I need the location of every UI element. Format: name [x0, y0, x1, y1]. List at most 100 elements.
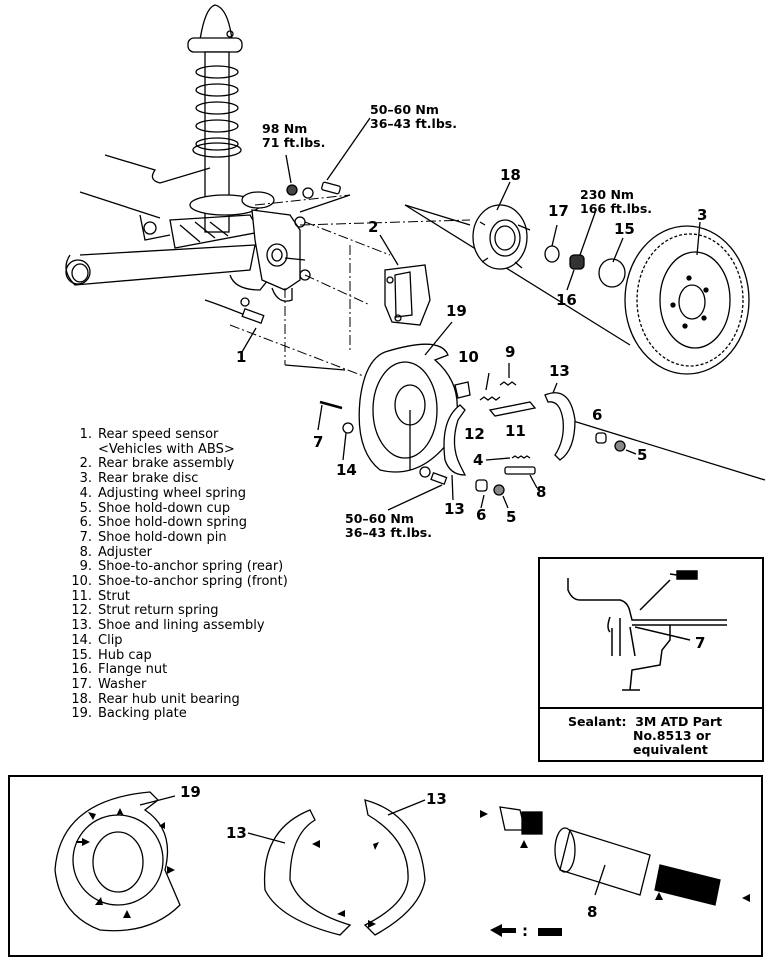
- legend-item-number: 3.: [79, 471, 92, 487]
- legend-item-number: 15.: [71, 647, 92, 663]
- legend-item: 14.Clip: [62, 633, 288, 649]
- callout-13b: 13: [444, 500, 465, 518]
- callout-6a: 6: [592, 406, 603, 424]
- legend-item: 1. Rear speed sensor: [62, 427, 288, 443]
- legend-item-number: 9.: [79, 559, 92, 575]
- callout-8: 8: [536, 483, 547, 501]
- callout-11: 11: [505, 422, 526, 440]
- callout-5b: 5: [506, 508, 517, 526]
- trailing-arm: [65, 154, 269, 291]
- callout-13a: 13: [549, 362, 570, 380]
- legend-item: 6.Shoe hold-down spring: [62, 516, 288, 531]
- callout-18: 18: [500, 166, 521, 184]
- grease-points-panel: [8, 775, 763, 957]
- washer-drawing: [544, 245, 560, 263]
- legend-item-number: 2.: [79, 456, 92, 472]
- shoe-left-drawing: [443, 404, 467, 476]
- torque-knuckle-nut: 98 Nm 71 ft.lbs.: [262, 121, 326, 150]
- flange-nut-drawing: [569, 254, 585, 270]
- legend-item: 2. Rear brake assembly: [62, 457, 288, 472]
- sealant-inset: 7 Sealant: 3M ATD Part No.8513 or equiva…: [538, 557, 764, 762]
- legend-item-number: 17.: [71, 676, 92, 692]
- legend-item: 11.Strut: [62, 588, 288, 605]
- sealant-inset-drawing: [567, 570, 727, 691]
- legend-item: 18. Rear hub unit bearing: [62, 691, 288, 708]
- callout-6b: 6: [476, 506, 487, 524]
- legend-item-label: Adjuster: [98, 544, 152, 560]
- sealant-line3: equivalent: [633, 742, 708, 757]
- adjusting-spring-drawing: [511, 455, 531, 459]
- legend-item-label: Rear brake assembly: [98, 456, 235, 472]
- legend-item: 3. Rear brake disc: [62, 471, 288, 487]
- callout-2: 2: [368, 218, 379, 236]
- callout-3: 3: [697, 206, 708, 224]
- brake-disc-drawing: [624, 221, 750, 375]
- legend-item-number: 13.: [71, 618, 92, 634]
- callout-1: 1: [236, 348, 247, 366]
- callout-5a: 5: [637, 446, 648, 464]
- sealant-line2: No.8513 or: [633, 728, 711, 743]
- legend-arrow-icon: [490, 924, 516, 937]
- grease-callout-8: 8: [587, 903, 598, 921]
- callout-9: 9: [505, 343, 516, 361]
- legend-item-label: Shoe and lining assembly: [98, 618, 265, 634]
- callout-12: 12: [464, 425, 485, 443]
- grease-callout-19: 19: [180, 783, 201, 801]
- legend-item-number: 1.: [79, 427, 92, 442]
- hub-cap-drawing: [598, 258, 626, 288]
- parts-legend: 1.Rear speed sensor<Vehicles with ABS>2.…: [62, 427, 288, 722]
- sealant-spec: Sealant: 3M ATD Part No.8513 or equivale…: [568, 715, 722, 757]
- grease-legend-colon: :: [522, 922, 528, 940]
- legend-item-label: Shoe hold-down cup: [98, 500, 231, 516]
- legend-item-label: Shoe hold-down spring: [98, 515, 248, 531]
- legend-item-number: 19.: [71, 706, 92, 722]
- sealant-callout-7: 7: [695, 634, 706, 652]
- legend-item-label: Rear hub unit bearing: [98, 691, 240, 707]
- speed-sensor: [204, 297, 265, 353]
- legend-item-label: Hub cap: [98, 647, 152, 663]
- legend-item: 17. Washer: [62, 676, 288, 693]
- legend-item: 8.Adjuster: [62, 544, 288, 561]
- legend-item: 7.Shoe hold-down pin: [62, 529, 288, 546]
- sealant-divider: [540, 707, 762, 709]
- strut-assembly: [187, 4, 275, 233]
- torque-caliper-bolt: 50–60 Nm 36–43 ft.lbs.: [370, 102, 457, 131]
- legend-item: 9.Shoe-to-anchor spring (rear): [62, 560, 288, 575]
- callout-15: 15: [614, 220, 635, 238]
- legend-item: 16.Flange nut: [62, 663, 288, 678]
- callout-4: 4: [473, 451, 484, 469]
- legend-item: 5. Shoe hold-down cup: [62, 500, 288, 517]
- rear-brake-assembly-drawing: [379, 234, 431, 326]
- legend-item-number: 16.: [71, 662, 92, 678]
- knuckle-fasteners: [285, 117, 371, 199]
- torque-flange-nut: 230 Nm 166 ft.lbs.: [580, 187, 653, 216]
- torque-backing-plate-bolt: 50–60 Nm 36–43 ft.lbs.: [345, 511, 432, 540]
- sealant-label: Sealant:: [568, 714, 627, 729]
- backing-plate-drawing: [358, 321, 458, 473]
- legend-item-label: Rear speed sensor: [98, 427, 219, 442]
- legend-item-label: Rear brake disc: [98, 471, 199, 487]
- legend-item-label: Shoe hold-down pin: [98, 529, 227, 545]
- callout-10: 10: [458, 348, 479, 366]
- shoe-right-drawing: [544, 392, 576, 461]
- callout-19: 19: [446, 302, 467, 320]
- grease-callout-13b: 13: [426, 790, 447, 808]
- legend-item: 15. Hub cap: [62, 647, 288, 664]
- legend-item-number: 5.: [79, 500, 92, 516]
- legend-item-label: Adjusting wheel spring: [98, 485, 246, 501]
- legend-item-label: Washer: [98, 676, 147, 692]
- hub-bearing-drawing: [472, 181, 531, 270]
- legend-item: 10.Shoe-to-anchor spring (front): [62, 574, 288, 590]
- legend-item-label: Shoe-to-anchor spring (front): [98, 574, 288, 590]
- legend-item-number: 18.: [71, 691, 92, 707]
- legend-item-label: Strut return spring: [98, 603, 219, 619]
- grease-gun-icon: [538, 928, 562, 936]
- strut-drawing: [488, 401, 537, 417]
- callout-16: 16: [556, 291, 577, 309]
- legend-item: 12.Strut return spring: [62, 604, 288, 619]
- legend-item: 13. Shoe and lining assembly: [62, 618, 288, 634]
- legend-item-number: 11.: [71, 588, 92, 604]
- callout-14: 14: [336, 461, 357, 479]
- legend-item: 19.Backing plate: [62, 707, 288, 722]
- sealant-line1: 3M ATD Part: [635, 714, 723, 729]
